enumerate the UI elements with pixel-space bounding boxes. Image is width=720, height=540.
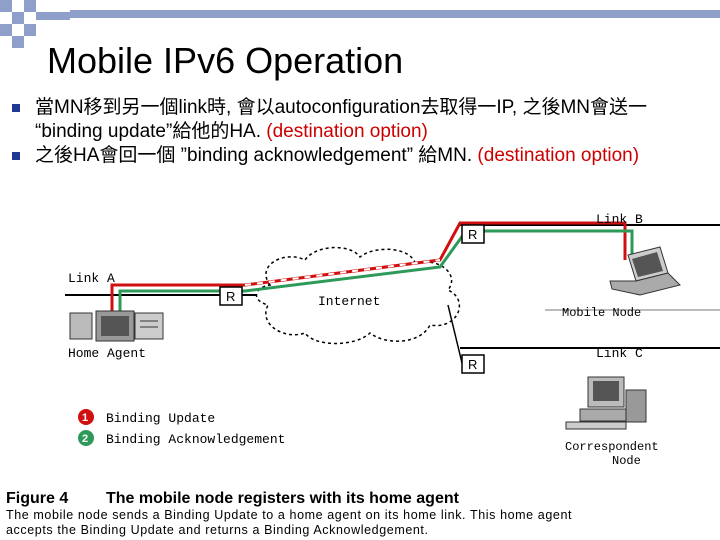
bullet-note: (destination option): [477, 145, 640, 166]
bullet-note: (destination option): [266, 121, 428, 142]
legend-number: 1: [82, 412, 88, 424]
caption-line: The mobile node sends a Binding Update t…: [6, 508, 573, 522]
desktop-computer-icon: [565, 376, 647, 430]
internet-label: Internet: [318, 294, 380, 309]
home-agent-computer-icon: [69, 310, 164, 342]
legend-number: 2: [82, 433, 88, 445]
legend-label-ack: Binding Acknowledgement: [106, 432, 285, 447]
correspondent-label-2: Node: [612, 454, 641, 468]
bullet-item: 之後HA會回一個 ”binding acknowledgement” 給MN. …: [10, 144, 710, 168]
bullet-text: 之後HA會回一個 ”binding acknowledgement” 給MN.: [35, 145, 478, 166]
bullet-square-icon: [12, 104, 20, 112]
network-diagram: Internet R R R Link A Link B Link C Home…: [65, 212, 720, 468]
router-c-connector: [447, 304, 463, 364]
home-agent-label: Home Agent: [68, 346, 146, 361]
header-bar: [70, 10, 720, 18]
slide-title: Mobile IPv6 Operation: [47, 40, 404, 81]
bullet-item: 當MN移到另一個link時, 會以autoconfiguration去取得一IP…: [10, 96, 710, 144]
legend-marker-update: [78, 409, 94, 425]
router-label: R: [226, 289, 235, 304]
link-a-label: Link A: [68, 271, 115, 286]
legend-marker-ack: [78, 430, 94, 446]
caption-title: The mobile node registers with its home …: [106, 490, 459, 507]
link-b-label: Link B: [596, 212, 643, 227]
figure-caption: Figure 4 The mobile node registers with i…: [6, 490, 718, 538]
tunnel-dashes: [244, 259, 441, 286]
router-icon: [461, 224, 485, 244]
mobile-node-label: Mobile Node: [562, 306, 641, 320]
legend-label-update: Binding Update: [106, 411, 215, 426]
caption-line: accepts the Binding Update and returns a…: [6, 523, 429, 537]
laptop-icon: [609, 246, 681, 296]
router-icon: [219, 286, 243, 306]
router-label: R: [468, 227, 477, 242]
binding-ack-path: [118, 229, 634, 320]
bullet-square-icon: [12, 152, 20, 160]
router-icon: [461, 354, 485, 374]
link-c-label: Link C: [596, 346, 643, 361]
bullet-text: 當MN移到另一個link時, 會以autoconfiguration去取得一IP…: [35, 97, 647, 142]
correspondent-label: Correspondent: [565, 440, 659, 454]
router-label: R: [468, 357, 477, 372]
legend: 1 Binding Update 2 Binding Acknowledgeme…: [78, 409, 285, 447]
caption-number: Figure 4: [6, 490, 69, 507]
bullet-list: 當MN移到另一個link時, 會以autoconfiguration去取得一IP…: [10, 96, 710, 168]
corner-decoration: [0, 0, 70, 50]
